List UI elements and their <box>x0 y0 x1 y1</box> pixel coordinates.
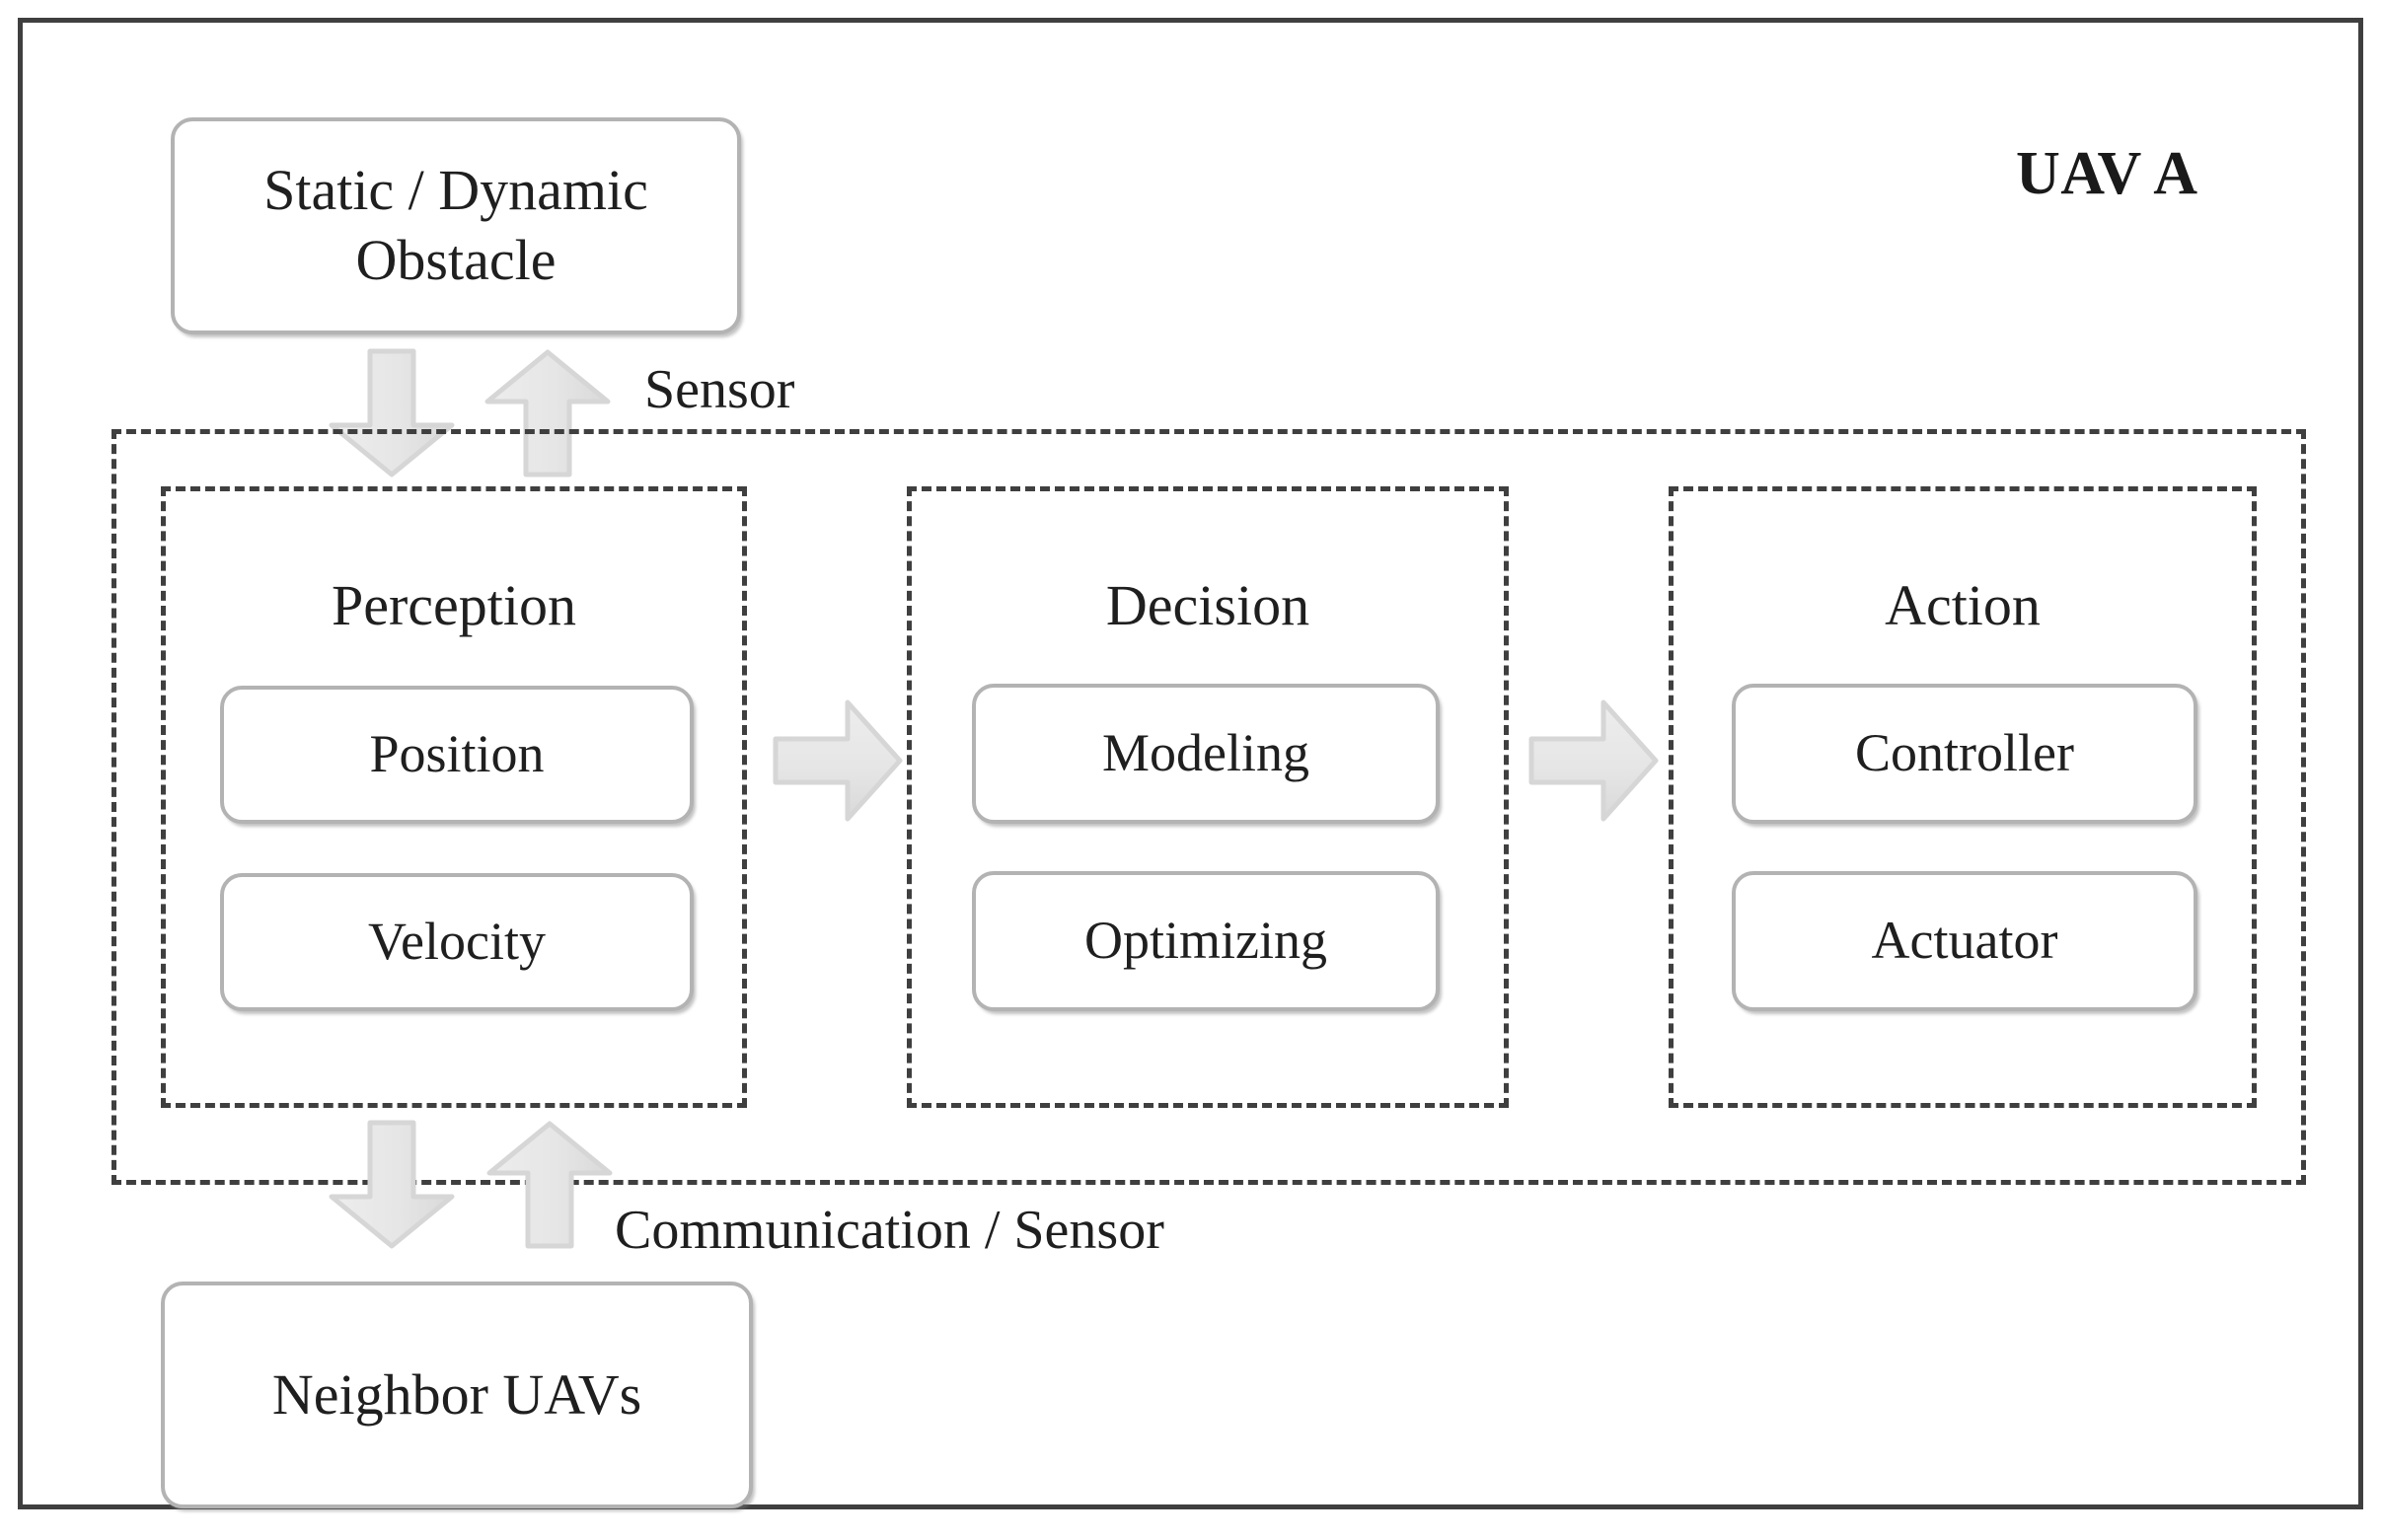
arrow-neighbor-to-perception-icon <box>483 1120 617 1250</box>
stage-decision: Decision <box>907 486 1509 1108</box>
uav-a-frame: UAV A Static / Dynamic Obstacle <box>18 18 2363 1509</box>
item-label-optimizing: Optimizing <box>1084 911 1327 971</box>
item-controller[interactable]: Controller <box>1732 684 2197 824</box>
page-title: UAV A <box>2016 140 2198 207</box>
item-label-velocity: Velocity <box>368 912 546 972</box>
item-optimizing[interactable]: Optimizing <box>972 871 1440 1011</box>
arrow-decision-to-action-icon <box>1526 697 1661 824</box>
arrow-perception-to-neighbor-icon <box>325 1120 459 1250</box>
item-label-position: Position <box>369 724 545 784</box>
node-neighbor-uavs[interactable]: Neighbor UAVs <box>161 1282 753 1508</box>
arrow-obstacle-to-perception-icon <box>325 348 459 478</box>
edge-label-communication-sensor: Communication / Sensor <box>615 1200 1164 1261</box>
item-label-controller: Controller <box>1855 723 2074 783</box>
node-label-obstacle: Static / Dynamic Obstacle <box>263 158 648 292</box>
stage-title-perception: Perception <box>331 573 577 637</box>
arrow-perception-to-decision-icon <box>771 697 905 824</box>
node-static-dynamic-obstacle[interactable]: Static / Dynamic Obstacle <box>171 117 741 334</box>
stage-perception: Perception <box>161 486 747 1108</box>
uav-pipeline-container <box>112 429 2306 1185</box>
item-actuator[interactable]: Actuator <box>1732 871 2197 1011</box>
arrow-perception-to-obstacle-icon <box>481 348 615 478</box>
stage-action: Action <box>1669 486 2257 1108</box>
node-label-neighbor-uavs: Neighbor UAVs <box>271 1361 642 1427</box>
item-label-actuator: Actuator <box>1871 911 2058 971</box>
item-modeling[interactable]: Modeling <box>972 684 1440 824</box>
item-velocity[interactable]: Velocity <box>220 873 694 1011</box>
edge-label-sensor: Sensor <box>644 359 795 420</box>
item-position[interactable]: Position <box>220 686 694 824</box>
item-label-modeling: Modeling <box>1102 723 1309 783</box>
stage-title-decision: Decision <box>1105 573 1310 637</box>
stage-title-action: Action <box>1885 573 2041 637</box>
